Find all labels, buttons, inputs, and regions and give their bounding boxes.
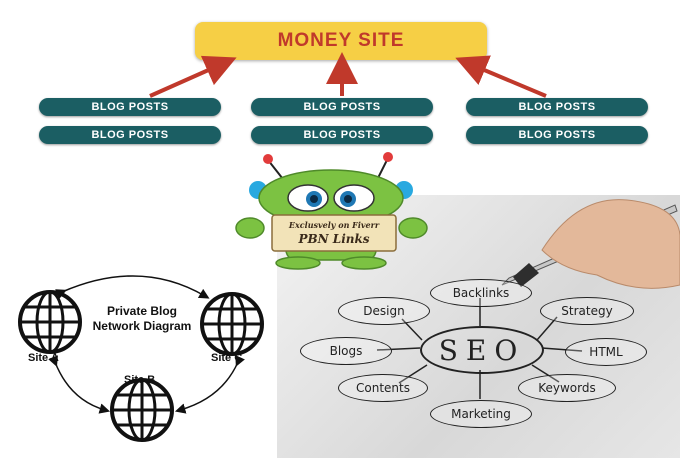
pbn-diagram <box>18 275 264 442</box>
blog-posts-pill: BLOG POSTS <box>39 126 221 144</box>
arrows-to-money-site <box>149 52 547 98</box>
mascot-sign-line1: Exclusvely on Fiverr <box>288 220 380 230</box>
blog-posts-pill: BLOG POSTS <box>251 126 433 144</box>
site-c-label: Site C <box>211 352 243 364</box>
seo-connectors <box>376 199 680 399</box>
seo-node-keywords: Keywords <box>518 374 616 402</box>
seo-node-design: Design <box>338 297 430 325</box>
blog-posts-label: BLOG POSTS <box>91 101 169 113</box>
globe-icon-site-b <box>110 378 174 442</box>
globe-icon-site-a <box>18 290 82 354</box>
blog-posts-pill: BLOG POSTS <box>39 98 221 116</box>
blog-posts-pill: BLOG POSTS <box>466 126 648 144</box>
mascot-sign-line2: PBN Links <box>298 232 370 246</box>
blog-posts-pill: BLOG POSTS <box>466 98 648 116</box>
mascot-robot-icon <box>235 152 428 270</box>
globe-icon-site-c <box>200 292 264 356</box>
blog-posts-label: BLOG POSTS <box>303 129 381 141</box>
seo-node-html: HTML <box>565 338 647 366</box>
blog-posts-label: BLOG POSTS <box>303 101 381 113</box>
seo-node-backlinks: Backlinks <box>430 279 532 307</box>
site-b-label: Site B <box>124 374 156 386</box>
blog-posts-label: BLOG POSTS <box>91 129 169 141</box>
money-site-label: MONEY SITE <box>277 30 405 51</box>
blog-posts-pill: BLOG POSTS <box>251 98 433 116</box>
site-a-label: Site A <box>28 352 59 364</box>
seo-node-marketing: Marketing <box>430 400 532 428</box>
seo-node-strategy: Strategy <box>540 297 634 325</box>
seo-node-blogs: Blogs <box>300 337 392 365</box>
arrow-left <box>149 55 237 98</box>
seo-center-node: SEO <box>420 326 544 374</box>
arrow-right <box>455 55 547 98</box>
seo-node-contents: Contents <box>338 374 428 402</box>
blog-posts-label: BLOG POSTS <box>518 129 596 141</box>
blog-posts-label: BLOG POSTS <box>518 101 596 113</box>
pbn-diagram-title: Private Blog Network Diagram <box>92 304 192 333</box>
